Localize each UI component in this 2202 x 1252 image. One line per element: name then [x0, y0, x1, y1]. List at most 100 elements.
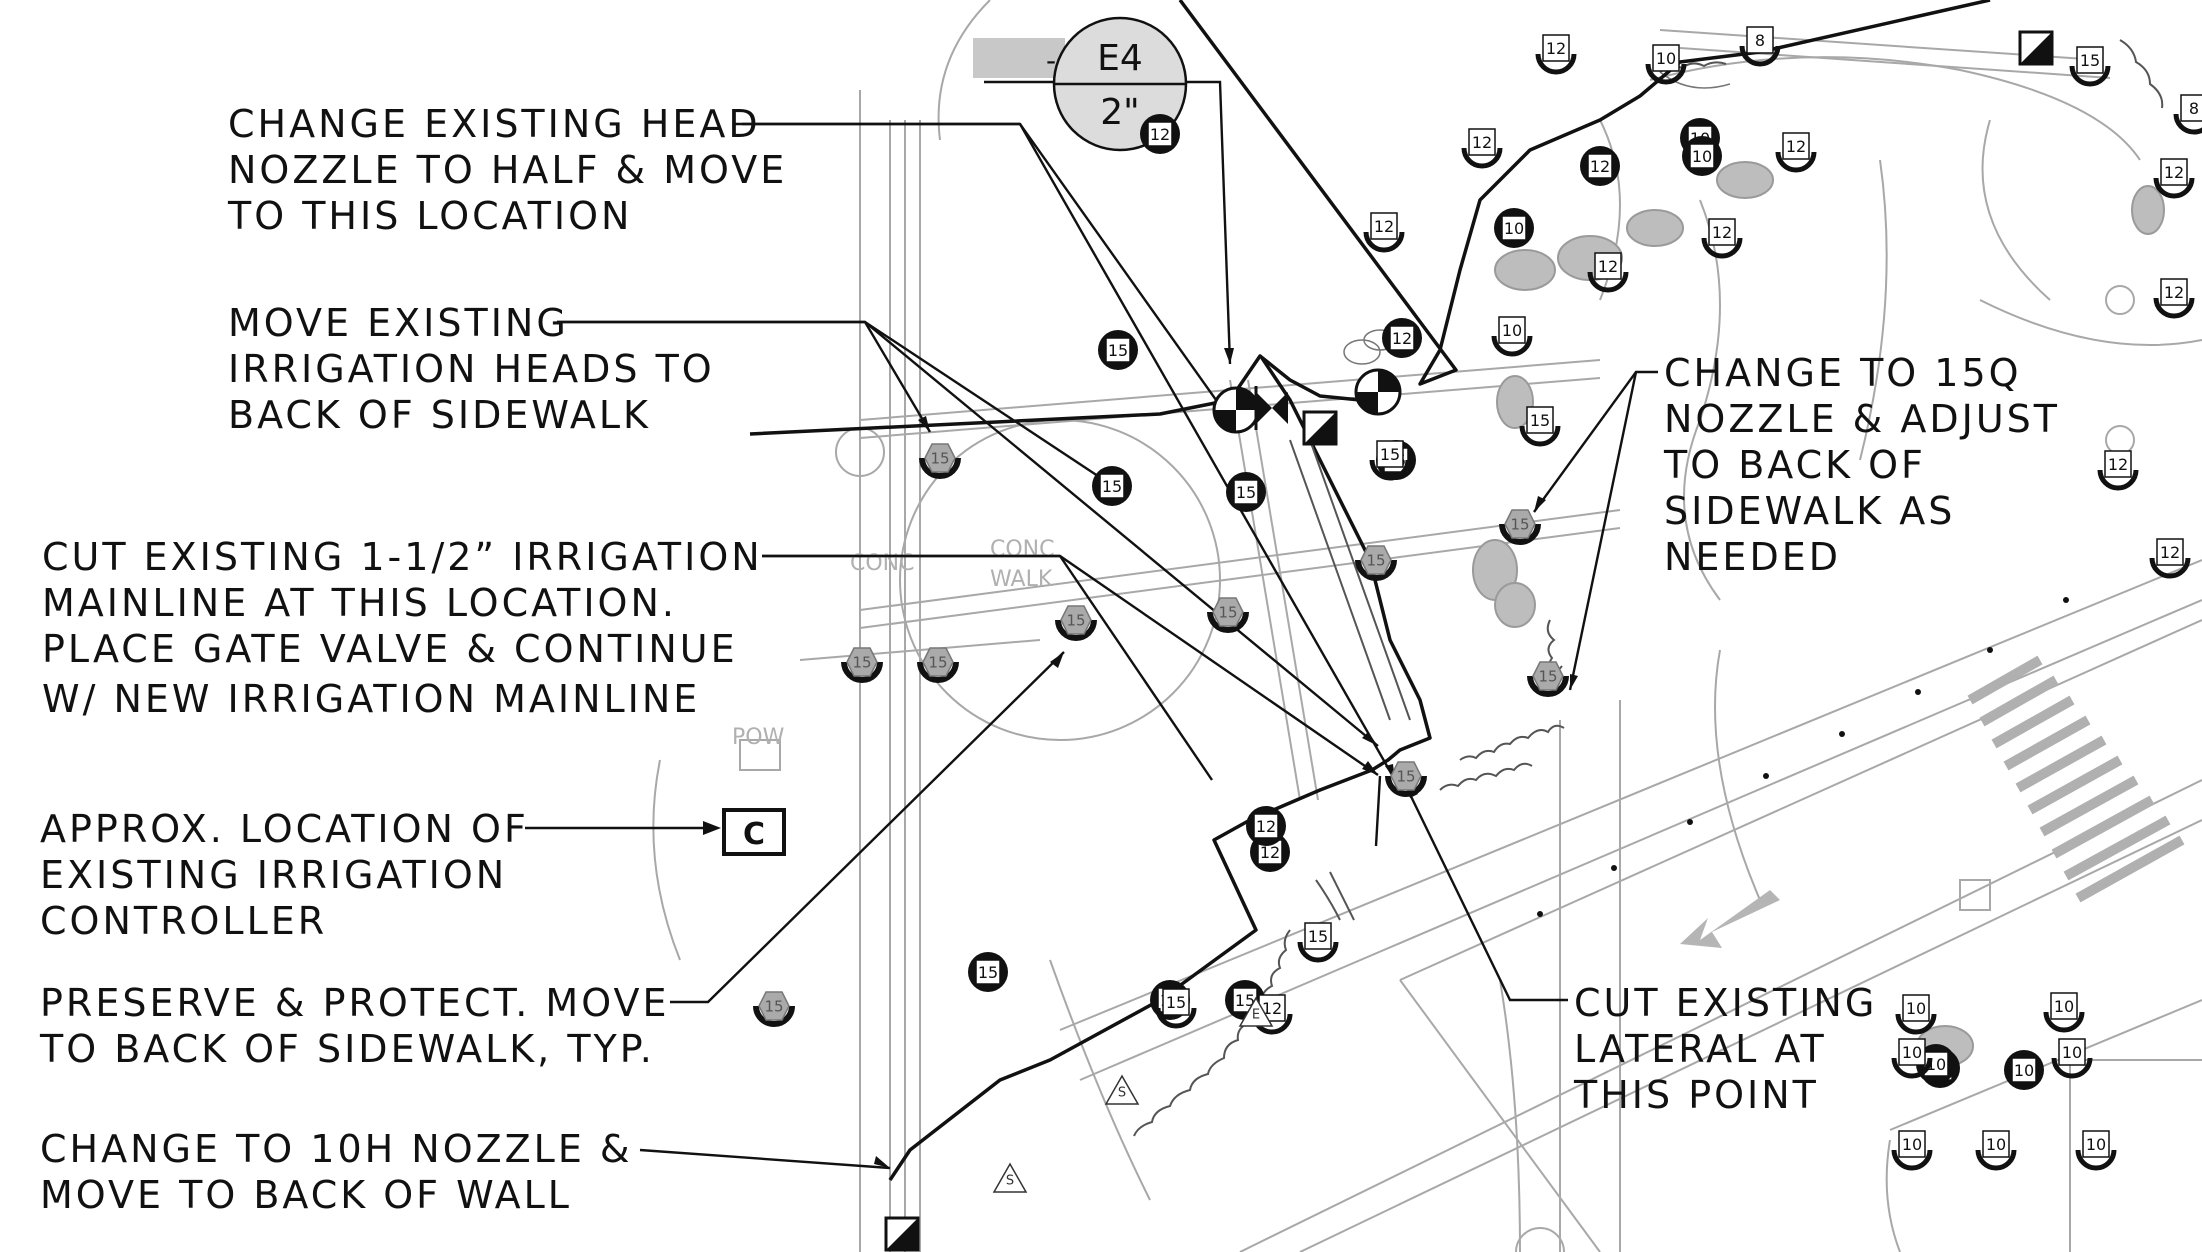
- sprinkler-head-icon: 15: [1519, 406, 1561, 447]
- note-line: CUT EXISTING 1-1/2” IRRIGATION: [42, 535, 763, 579]
- valve-tag-id: E4: [1097, 38, 1143, 79]
- valve-tag-size: 2": [1100, 92, 1139, 133]
- note-cut-lateral: CUT EXISTING LATERAL AT THIS POINT: [1573, 981, 1892, 1117]
- head-label: 10: [2086, 1135, 2106, 1154]
- sprinkler-head-icon: 15: [968, 952, 1008, 992]
- existing-head-icon: 15: [919, 443, 961, 479]
- head-label: 15: [1308, 927, 1328, 946]
- note-line: TO BACK OF: [1663, 443, 1926, 487]
- sprinkler-head-icon: 15: [1092, 466, 1132, 506]
- gate-valve-icon: [1302, 410, 1338, 446]
- sprinkler-head-icon: 10: [2075, 1130, 2117, 1171]
- head-label: 10: [1902, 1043, 1922, 1062]
- head-label: 12: [1150, 125, 1170, 144]
- valve-icon: [1254, 386, 1288, 430]
- sprinkler-head-icon: 12: [2153, 278, 2195, 319]
- note-line: TO BACK OF SIDEWALK, TYP.: [39, 1027, 655, 1071]
- sprinkler-head-icon: 8: [1739, 26, 1781, 67]
- sprinkler-head-icon: 10: [1891, 1038, 1933, 1079]
- head-label: 10: [2054, 997, 2074, 1016]
- existing-head-icon: 15: [1207, 597, 1249, 633]
- note-line: MAINLINE AT THIS LOCATION.: [42, 581, 677, 625]
- head-label: 12: [1256, 817, 1276, 836]
- valve-icon: [1212, 386, 1260, 434]
- valve-tag-bar: [973, 38, 1065, 78]
- existing-head-icon: 15: [1055, 605, 1097, 641]
- sprinkler-heads-existing: 15 15 15 15 15 15 15 15 15 15: [753, 443, 1569, 1027]
- head-label: 10: [2062, 1043, 2082, 1062]
- head-label: E: [1252, 1008, 1260, 1023]
- note-line: MOVE TO BACK OF WALL: [40, 1173, 572, 1217]
- note-change-existing-head: CHANGE EXISTING HEAD NOZZLE TO HALF & MO…: [227, 102, 802, 238]
- head-label: 15: [1236, 483, 1256, 502]
- existing-head-icon: 15: [1499, 509, 1541, 545]
- note-move-existing-heads: MOVE EXISTING IRRIGATION HEADS TO BACK O…: [228, 301, 730, 437]
- note-line: APPROX. LOCATION OF: [40, 807, 529, 851]
- head-label: 15: [1510, 515, 1529, 533]
- sprinkler-head-icon: 12: [1246, 806, 1286, 846]
- note-change-10h: CHANGE TO 10H NOZZLE & MOVE TO BACK OF W…: [40, 1127, 648, 1217]
- head-label: 12: [1392, 329, 1412, 348]
- sprinkler-head-icon: 12: [1461, 128, 1503, 169]
- head-label: 15: [1538, 667, 1557, 685]
- note-line: CONTROLLER: [40, 899, 327, 943]
- sprinkler-head-icon: 10: [1645, 44, 1687, 85]
- leader-stubs: [557, 122, 1060, 558]
- note-preserve-protect: PRESERVE & PROTECT. MOVE TO BACK OF SIDE…: [39, 981, 685, 1071]
- sprinkler-head-icon: 15: [1226, 472, 1266, 512]
- head-label: 10: [1986, 1135, 2006, 1154]
- head-label: 12: [2108, 455, 2128, 474]
- head-label: 15: [1108, 341, 1128, 360]
- conc-label: CONC: [850, 551, 915, 576]
- note-line: W/ NEW IRRIGATION MAINLINE: [42, 677, 700, 721]
- sprinkler-head-icon: 10: [1916, 1044, 1956, 1084]
- head-label: 15: [928, 653, 947, 671]
- spray-head-triangle-icon: S: [1104, 1074, 1140, 1105]
- head-label: 12: [1590, 157, 1610, 176]
- head-label: 12: [1374, 217, 1394, 236]
- sprinkler-head-icon: 15: [1098, 330, 1138, 370]
- existing-head-icon: 15: [1385, 761, 1427, 797]
- sprinkler-head-icon: 10: [1491, 316, 1533, 357]
- head-label: 10: [1656, 49, 1676, 68]
- head-label: S: [1006, 1174, 1014, 1189]
- road-dots: [1537, 597, 2069, 917]
- head-label: 15: [764, 997, 783, 1015]
- note-line: EXISTING IRRIGATION: [40, 853, 507, 897]
- sprinkler-head-icon: 10: [1494, 208, 1534, 248]
- head-label: 15: [1066, 611, 1085, 629]
- head-label: 15: [1530, 411, 1550, 430]
- sprinkler-head-icon: 12: [2097, 450, 2139, 491]
- head-label: 10: [2014, 1061, 2034, 1080]
- note-line: LATERAL AT: [1574, 1027, 1827, 1071]
- note-line: MOVE EXISTING: [228, 301, 569, 345]
- existing-head-icon: 15: [1527, 661, 1569, 697]
- head-label: 15: [1166, 993, 1186, 1012]
- sprinkler-head-icon: 15: [1369, 440, 1411, 481]
- gate-valve-icon: [884, 1216, 920, 1252]
- sprinkler-head-icon: 10: [1975, 1130, 2017, 1171]
- existing-head-icon: 15: [841, 647, 883, 683]
- existing-head-icon: 15: [917, 647, 959, 683]
- sprinkler-head-icon: 10: [2043, 992, 2085, 1033]
- crosswalk-stripes: [1967, 655, 2185, 903]
- spray-head-triangle-icon: E: [1238, 996, 1274, 1027]
- callout-notes: CHANGE EXISTING HEAD NOZZLE TO HALF & MO…: [39, 102, 2057, 1217]
- shrubs: [1472, 161, 2165, 1067]
- sprinkler-head-icon: 12: [1701, 218, 1743, 259]
- sprinkler-head-icon: 12: [2153, 158, 2195, 199]
- head-label: 12: [1598, 257, 1618, 276]
- head-label: 12: [1712, 223, 1732, 242]
- head-label: 15: [1218, 603, 1237, 621]
- head-label: 15: [930, 449, 949, 467]
- head-label: 12: [1260, 843, 1280, 862]
- note-line: BACK OF SIDEWALK: [228, 393, 651, 437]
- head-label: 10: [1692, 147, 1712, 166]
- valve-icon: [1354, 368, 1402, 416]
- sprinkler-head-icon: 10: [2051, 1038, 2093, 1079]
- sprinkler-head-icon: 15: [2069, 46, 2111, 87]
- head-label: 10: [1504, 219, 1524, 238]
- note-cut-mainline: CUT EXISTING 1-1/2” IRRIGATION MAINLINE …: [42, 535, 778, 721]
- sprinkler-head-icon: 10: [1682, 136, 1722, 176]
